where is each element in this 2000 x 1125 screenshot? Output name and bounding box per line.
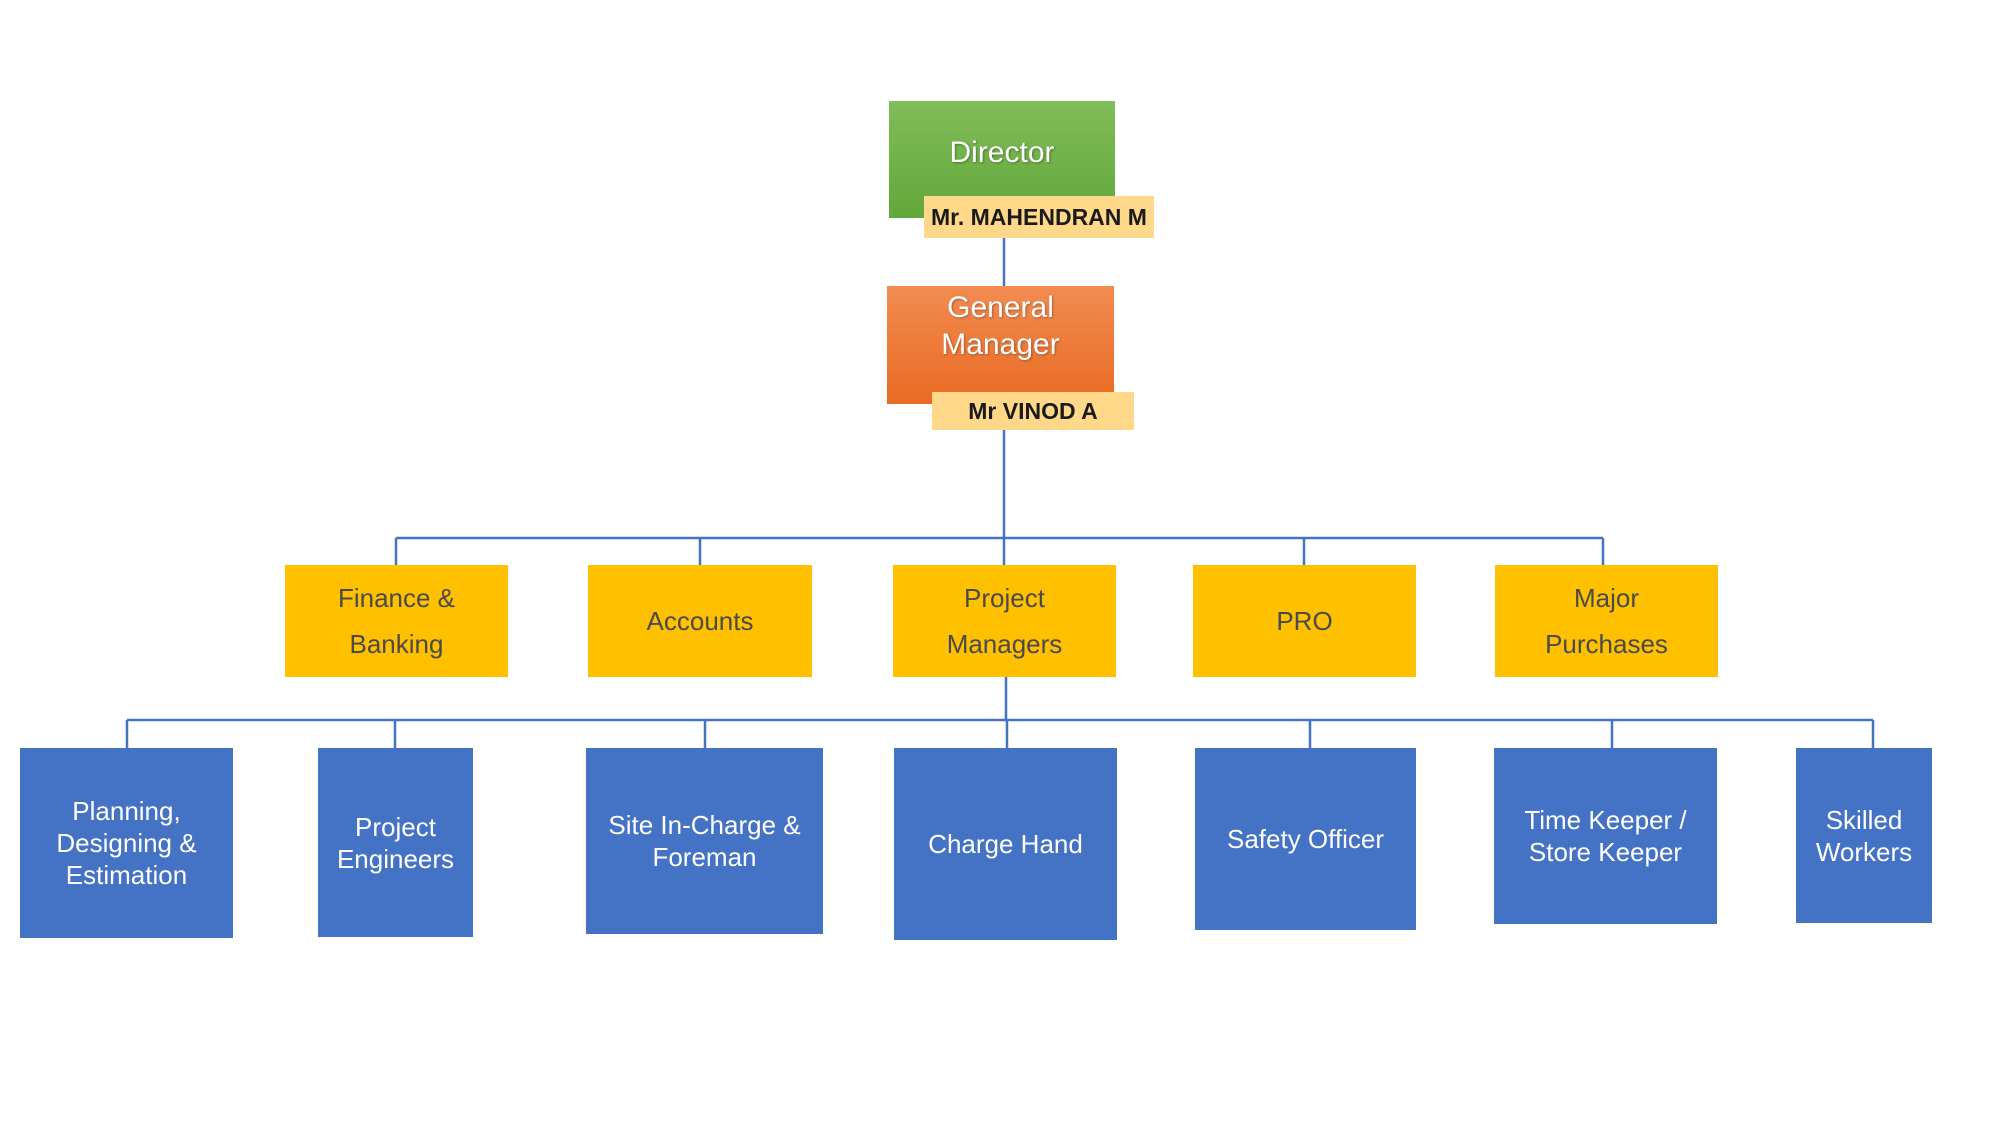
staff-label-line2: Workers [1815,836,1913,867]
dept-label-line2: Banking [349,629,444,659]
general-manager-title-line2: Manager [941,328,1060,361]
staff-label-line1: Time Keeper / [1524,805,1687,835]
staff-project-engineers: Project Engineers [318,748,473,937]
dept-label-line2: Purchases [1545,629,1668,659]
dept-major-purchases: Major Purchases [1495,565,1718,677]
director-title: Director [949,135,1055,169]
staff-label-line1: Site In-Charge & [608,810,801,840]
staff-label-line1: Project [355,811,436,842]
staff-label-line1: Skilled [1825,804,1903,835]
dept-label-line2: Managers [946,629,1063,659]
staff-label-line2: Store Keeper [1528,837,1683,867]
staff-site-in-charge-foreman: Site In-Charge & Foreman [586,748,823,934]
dept-project-managers: Project Managers [893,565,1116,677]
staff-label-line1: Planning, [72,796,181,826]
staff-label-line2: Foreman [652,842,757,872]
staff-label-line1: Safety Officer [1226,824,1385,854]
general-manager-box: General Manager [887,286,1114,404]
general-manager-name-label: Mr VINOD A [932,392,1134,430]
dept-label-line1: PRO [1276,606,1333,636]
dept-label-line1: Accounts [646,606,754,636]
dept-label-line1: Project [964,583,1045,613]
dept-label-line1: Major [1573,583,1639,613]
staff-label-line2: Designing & [56,828,197,858]
dept-pro: PRO [1193,565,1416,677]
staff-time-keeper-store-keeper: Time Keeper / Store Keeper [1494,748,1717,924]
dept-finance-banking: Finance & Banking [285,565,508,677]
staff-safety-officer: Safety Officer [1195,748,1416,930]
staff-label-line1: Charge Hand [928,829,1083,859]
dept-accounts: Accounts [588,565,812,677]
staff-label-line2: Engineers [336,843,455,874]
dept-label-line1: Finance & [337,583,456,613]
staff-planning-designing-estimation: Planning, Designing & Estimation [20,748,233,938]
staff-charge-hand: Charge Hand [894,748,1117,940]
staff-label-line3: Estimation [65,860,188,890]
director-name-label: Mr. MAHENDRAN M [924,196,1154,238]
staff-skilled-workers: Skilled Workers [1796,748,1932,923]
general-manager-title-line1: General [947,291,1054,324]
